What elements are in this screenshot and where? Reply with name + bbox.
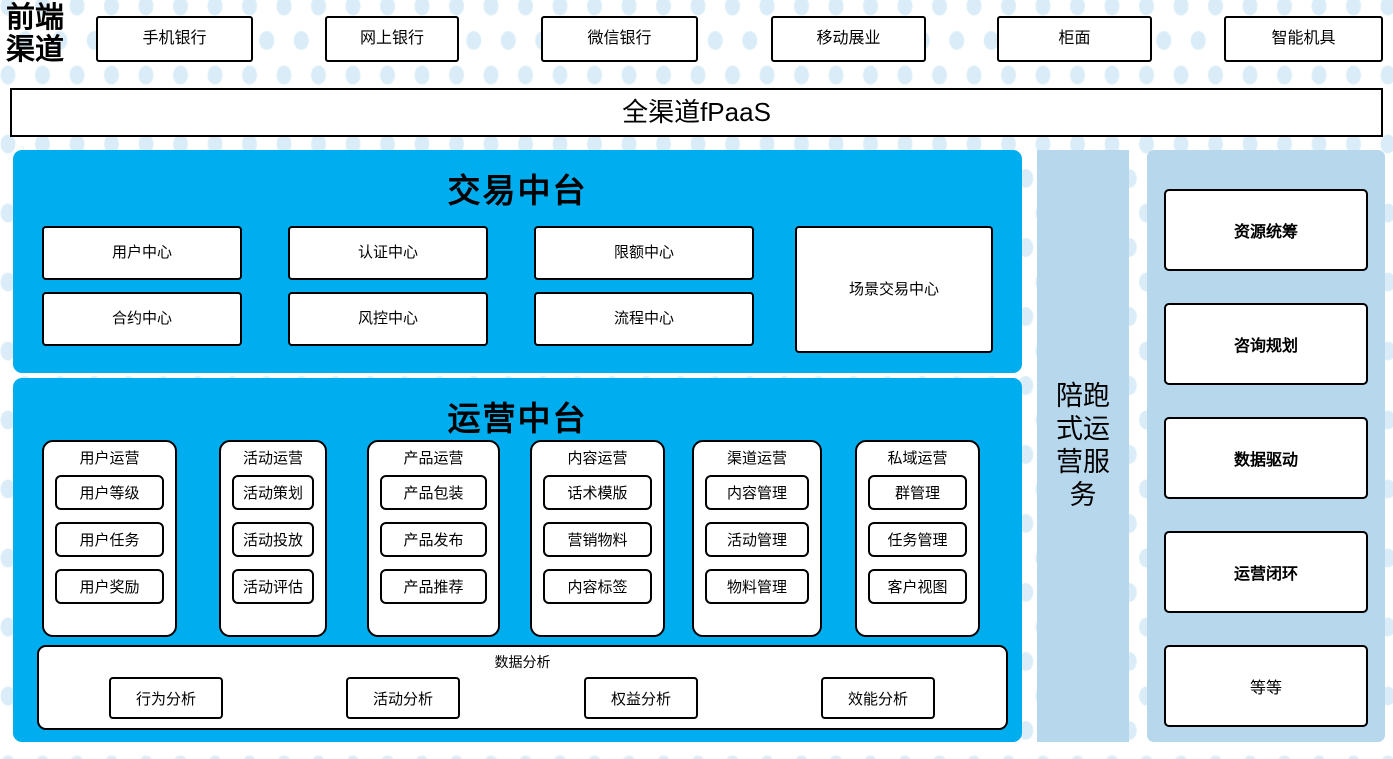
transaction-box-label: 风控中心 [357,310,418,328]
operation-column-6: 私域运营群管理任务管理客户视图 [855,440,980,637]
operation-column-2: 活动运营活动策划活动投放活动评估 [219,440,327,637]
operation-item[interactable]: 营销物料 [543,522,652,557]
operation-column-title: 渠道运营 [726,450,787,467]
operation-item[interactable]: 活动策划 [232,475,314,510]
operation-item[interactable]: 群管理 [868,475,967,510]
front-channel-label: 前端渠道 [6,2,65,66]
transaction-box-label: 认证中心 [357,244,418,262]
operation-item[interactable]: 话术模版 [543,475,652,510]
operation-column-title: 活动运营 [242,450,303,467]
operation-item[interactable]: 物料管理 [705,569,809,604]
transaction-box-label: 场景交易中心 [848,280,939,298]
operation-column-title: 内容运营 [567,450,628,467]
operation-item[interactable]: 客户视图 [868,569,967,604]
operation-item[interactable]: 内容标签 [543,569,652,604]
transaction-box-2[interactable]: 认证中心 [288,226,488,280]
operation-item[interactable]: 用户奖励 [55,569,164,604]
operation-column-title: 用户运营 [79,450,140,467]
channel-box-4[interactable]: 移动展业 [771,16,926,62]
operation-item[interactable]: 任务管理 [868,522,967,557]
service-item-4[interactable]: 运营闭环 [1164,531,1368,613]
companion-service-label: 陪跑式运营服务 [1056,381,1110,510]
data-analysis-item[interactable]: 活动分析 [346,677,460,719]
operation-column-3: 产品运营产品包装产品发布产品推荐 [367,440,500,637]
channel-box-2[interactable]: 网上银行 [325,16,459,62]
operation-item[interactable]: 用户等级 [55,475,164,510]
transaction-box-5[interactable]: 风控中心 [288,292,488,346]
channel-label: 微信银行 [587,29,652,47]
fpaas-label: 全渠道fPaaS [622,96,771,127]
channel-box-6[interactable]: 智能机具 [1224,16,1383,62]
operation-item[interactable]: 内容管理 [705,475,809,510]
operation-column-1: 用户运营用户等级用户任务用户奖励 [42,440,177,637]
operation-item[interactable]: 活动管理 [705,522,809,557]
transaction-box-7[interactable]: 场景交易中心 [795,226,993,353]
transaction-box-6[interactable]: 流程中心 [534,292,754,346]
channel-label: 移动展业 [816,29,881,47]
transaction-box-label: 合约中心 [111,310,172,328]
channel-box-1[interactable]: 手机银行 [96,16,253,62]
operation-platform-title: 运营中台 [447,402,588,438]
channel-box-3[interactable]: 微信银行 [541,16,698,62]
operation-column-title: 产品运营 [403,450,464,467]
fpaas-bar: 全渠道fPaaS [10,88,1383,137]
channel-label: 网上银行 [359,29,424,47]
data-analysis-item[interactable]: 行为分析 [109,677,223,719]
transaction-box-label: 限额中心 [613,244,674,262]
data-analysis-item[interactable]: 权益分析 [584,677,698,719]
operation-item[interactable]: 产品包装 [380,475,487,510]
operation-item[interactable]: 活动投放 [232,522,314,557]
channel-label: 智能机具 [1271,29,1336,47]
transaction-platform-title: 交易中台 [447,174,588,210]
data-analysis-item[interactable]: 效能分析 [821,677,935,719]
service-panel: 资源统筹咨询规划数据驱动运营闭环等等 [1147,150,1385,742]
service-item-5[interactable]: 等等 [1164,645,1368,727]
operation-item[interactable]: 产品推荐 [380,569,487,604]
operation-item[interactable]: 产品发布 [380,522,487,557]
operation-item[interactable]: 用户任务 [55,522,164,557]
transaction-box-4[interactable]: 合约中心 [42,292,242,346]
channel-box-5[interactable]: 柜面 [997,16,1152,62]
channel-label: 手机银行 [142,29,207,47]
operation-column-title: 私域运营 [887,450,948,467]
companion-service-column: 陪跑式运营服务 [1037,150,1129,742]
transaction-box-label: 流程中心 [613,310,674,328]
transaction-box-3[interactable]: 限额中心 [534,226,754,280]
operation-item[interactable]: 活动评估 [232,569,314,604]
data-analysis-card: 数据分析 行为分析 活动分析 权益分析 效能分析 [37,645,1008,730]
transaction-box-label: 用户中心 [111,244,172,262]
service-item-3[interactable]: 数据驱动 [1164,417,1368,499]
channel-label: 柜面 [1058,29,1091,47]
service-item-1[interactable]: 资源统筹 [1164,189,1368,271]
service-item-2[interactable]: 咨询规划 [1164,303,1368,385]
operation-column-5: 渠道运营内容管理活动管理物料管理 [692,440,822,637]
operation-column-4: 内容运营话术模版营销物料内容标签 [530,440,665,637]
transaction-box-1[interactable]: 用户中心 [42,226,242,280]
data-analysis-title: 数据分析 [494,654,551,670]
